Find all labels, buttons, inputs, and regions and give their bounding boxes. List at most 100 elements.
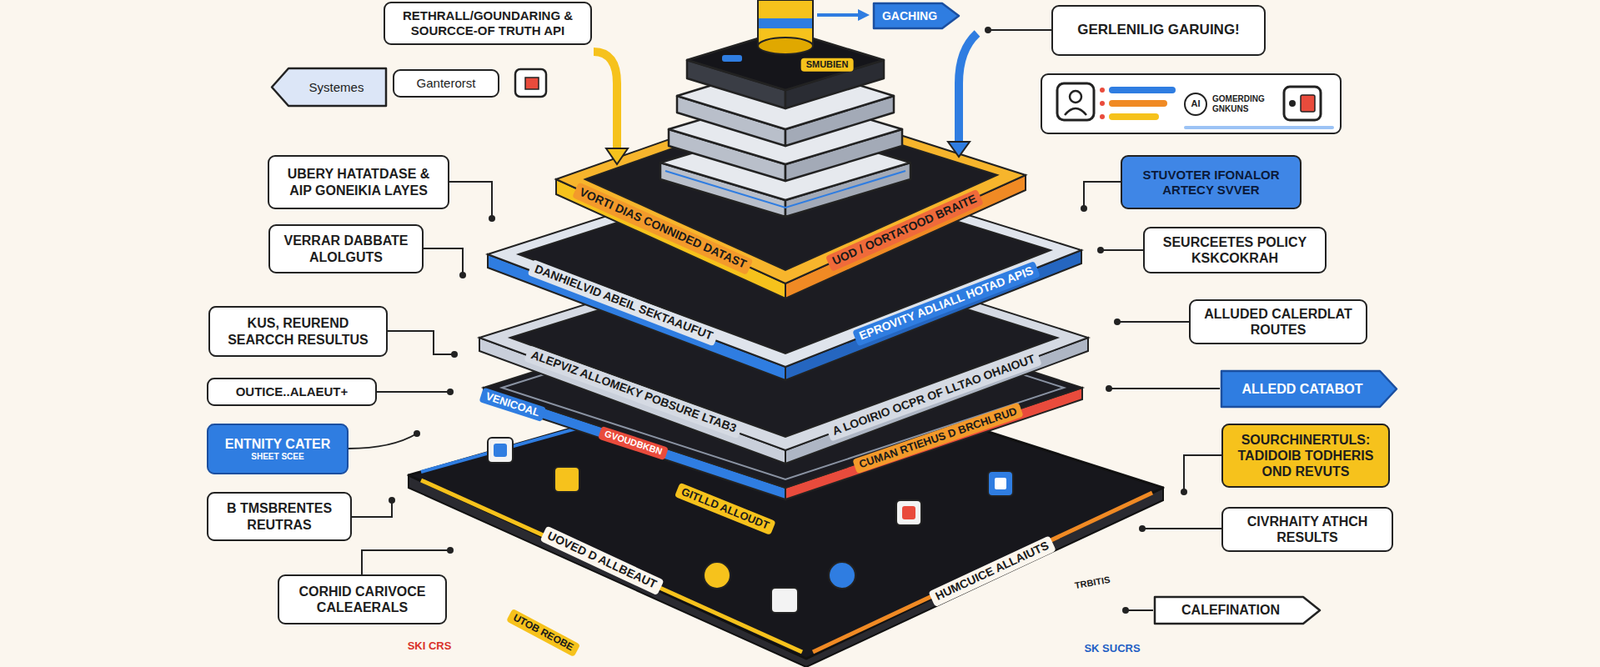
leader-dot: [446, 546, 454, 554]
server-light: [722, 55, 743, 62]
status-dot: [1099, 100, 1105, 106]
node-text: ENTNITY CATER: [216, 436, 339, 452]
corner-note: SKI CRS: [402, 638, 457, 654]
database-band: [758, 18, 813, 29]
leader-dot: [446, 388, 454, 396]
status-dot: [1099, 87, 1105, 93]
node-text: CIVRHAITY ATHCH RESULTS: [1231, 513, 1384, 546]
node-text: CALEFINATION: [1161, 601, 1300, 618]
server-stripe: [665, 170, 906, 208]
server-box: STUVOTER IFONALOR ARTECY SVVER: [1120, 155, 1302, 210]
node-text: KUS, REUREND SEARCCH RESULTUS: [218, 315, 378, 347]
api-box: RETHRALL/GOUNDARING & SOURCCE-OF TRUTH A…: [383, 1, 592, 46]
arrow-outline: [873, 3, 959, 29]
window-icon: [515, 69, 547, 97]
calendar-box: CORHID CARIVOCE CALEAERALS: [277, 574, 447, 625]
base-trim: [421, 480, 803, 653]
panel-bar: [1183, 125, 1335, 130]
arrow-outline: [271, 68, 387, 106]
guard-box: GERLENILIG GARUING!: [1051, 5, 1266, 56]
leader-line: [1117, 321, 1189, 323]
leader-line: [449, 181, 492, 219]
cache-arrowhead: [857, 9, 870, 21]
output-box: OUTICE..ALAEUT+: [206, 377, 377, 407]
results-box: SOURCHINERTULS: TADIDOIB TODHERIS OND RE…: [1221, 423, 1390, 488]
leader-line: [361, 550, 451, 575]
leader-line: [1108, 387, 1220, 390]
data-pipe: [593, 51, 617, 149]
window-icon: [525, 77, 539, 90]
button-icon: [703, 561, 731, 589]
module-icon: [771, 587, 798, 613]
module-icon: [994, 477, 1007, 490]
status-dot: [1099, 114, 1105, 120]
panel-ground: [1040, 73, 1342, 135]
cache-link: [817, 13, 859, 17]
user-icon: [1057, 83, 1094, 121]
user-icon: [1064, 108, 1087, 116]
node-text: VERRAR DABBATE ALOLGUTS: [278, 232, 414, 265]
entity-box: ENTNITY CATERSHEET SCEE: [206, 423, 349, 475]
node-text: Ganterorst: [402, 75, 490, 91]
node-text: OUTICE..ALAEUT+: [216, 384, 367, 400]
node-text: CORHID CARIVOCE CALEAERALS: [287, 583, 437, 616]
node-text: ALLEDD CATABOT: [1228, 381, 1377, 397]
data-pipe: [958, 33, 978, 142]
database-base: [757, 37, 813, 55]
node-text: SOURCHINERTULS: TADIDOIB TODHERIS OND RE…: [1231, 431, 1380, 481]
node-text: UBERY HATATDASE & AIP GONEIKIA LAYES: [277, 165, 440, 198]
cache-arrow: GACHING: [872, 1, 961, 31]
flow-note: TRBITIS: [1068, 572, 1117, 594]
leader-dot: [1113, 318, 1121, 326]
leader-dot: [1097, 246, 1104, 254]
leader-dot: [1105, 385, 1113, 392]
results-box: CIVRHAITY ATHCH RESULTS: [1221, 506, 1394, 552]
systems-arrow: Systemes: [270, 66, 388, 108]
status-bar: [1108, 86, 1176, 94]
layer-box: UBERY HATATDASE & AIP GONEIKIA LAYES: [267, 155, 450, 210]
search-box: KUS, REUREND SEARCCH RESULTUS: [208, 305, 388, 357]
arrow-label: UTOB REOBE: [506, 608, 581, 658]
leader-dot: [1138, 525, 1146, 532]
leader-dot: [1080, 205, 1088, 212]
results-box: B TMSBRENTES REUTRAS: [206, 491, 352, 542]
node-text: AI: [1183, 92, 1208, 116]
server-top: [687, 30, 884, 91]
module-icon: [554, 466, 580, 492]
pipe-arrowhead: [947, 141, 970, 157]
server-tag: SMUBIEN: [801, 58, 854, 72]
chatbot-arrow: ALLEDD CATABOT: [1219, 369, 1399, 409]
base-trim: [812, 492, 1153, 653]
leader-line: [423, 248, 463, 276]
status-bar: [1108, 100, 1168, 107]
module-icon: [487, 437, 513, 463]
module-icon: [493, 443, 507, 457]
leader-dot: [488, 215, 496, 222]
server-tower: [660, 30, 911, 217]
user-icon: [1069, 90, 1082, 103]
arrow-outline: [1154, 596, 1320, 624]
leader-line: [1125, 609, 1154, 612]
leader-line: [988, 29, 1052, 31]
calibration-arrow: CALEFINATION: [1153, 595, 1322, 626]
leader-dot: [1180, 488, 1188, 496]
device-icon: [1289, 100, 1296, 107]
module-icon: [902, 506, 916, 520]
leader-line: [1083, 181, 1121, 209]
leader-line: [351, 500, 392, 517]
status-panel: AIGOMERDING GNKUNS: [1040, 73, 1342, 135]
database-box: VERRAR DABBATE ALOLGUTS: [268, 224, 424, 274]
leader-dot: [1122, 606, 1129, 614]
leader-dot: [388, 496, 396, 504]
node-text: GACHING: [880, 9, 939, 24]
node-text: SHEET SCEE: [216, 451, 339, 462]
button-icon: [828, 561, 856, 589]
leader-dot: [413, 430, 421, 437]
leader-line: [1183, 455, 1222, 492]
leader-dot: [984, 26, 992, 34]
node-text: GOMERDING GNKUNS: [1212, 94, 1278, 114]
node-text: SEURCEETES POLICY KSKCOKRAH: [1153, 234, 1317, 266]
node-text: Systemes: [293, 80, 380, 96]
label-holder: SKI CRS: [402, 637, 457, 654]
